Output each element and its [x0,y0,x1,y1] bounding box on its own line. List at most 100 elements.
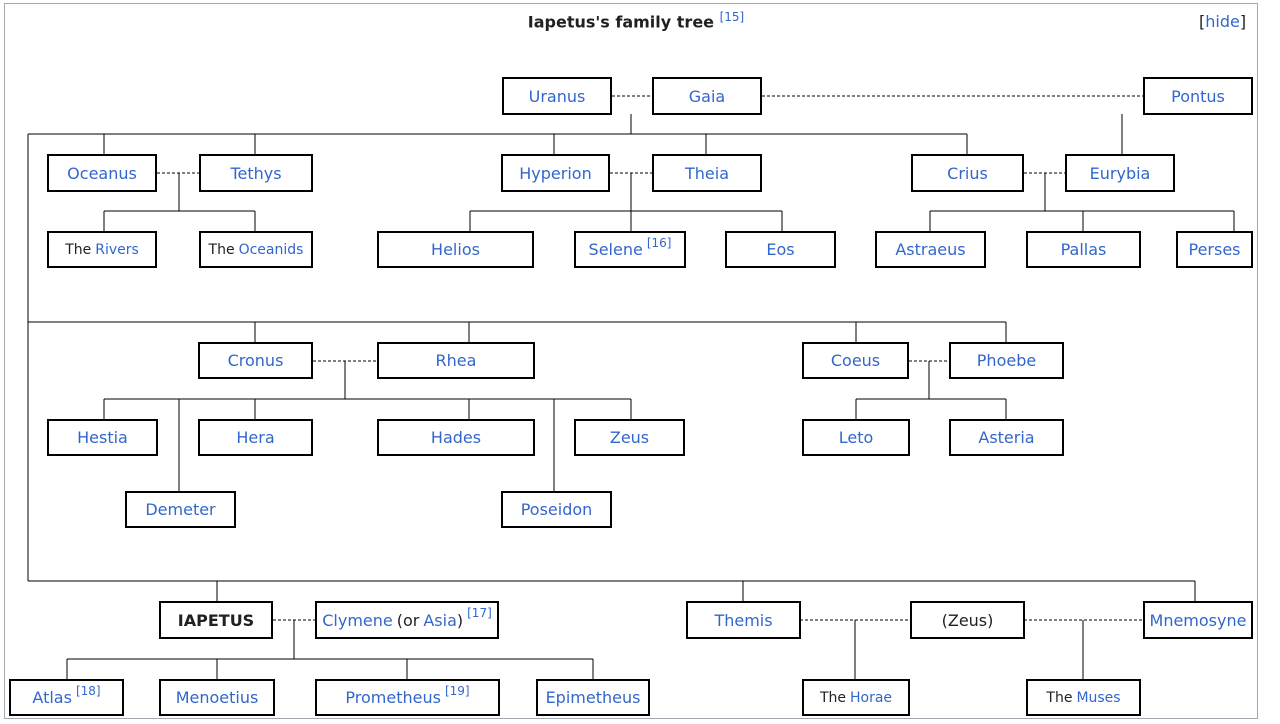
person-hestia[interactable]: Hestia [47,419,158,456]
person-zeus-label[interactable]: Zeus [609,428,650,447]
group-oceanids-prefix: The [208,241,235,258]
person-eurybia[interactable]: Eurybia [1065,154,1175,192]
person-pontus[interactable]: Pontus [1143,77,1253,115]
clymene-reference[interactable]: [17] [467,606,492,620]
person-cronus-label[interactable]: Cronus [227,351,284,370]
person-pontus-label[interactable]: Pontus [1171,86,1225,106]
person-demeter[interactable]: Demeter [125,491,236,528]
person-gaia-label[interactable]: Gaia [688,86,726,106]
person-crius[interactable]: Crius [911,154,1024,192]
person-demeter-label[interactable]: Demeter [145,500,216,519]
person-pallas[interactable]: Pallas [1026,231,1141,268]
person-tethys[interactable]: Tethys [199,154,313,192]
prometheus-reference[interactable]: [19] [444,683,470,698]
hide-bracket-close: ] [1239,12,1247,31]
hide-toggle: [hide] [1199,12,1246,31]
person-asteria[interactable]: Asteria [949,419,1064,456]
person-hera-label[interactable]: Hera [236,428,275,447]
person-atlas[interactable]: Atlas[18] [9,679,124,716]
group-horae-link[interactable]: Horae [850,689,893,706]
person-themis[interactable]: Themis [686,601,801,639]
person-cronus[interactable]: Cronus [198,342,313,379]
atlas-reference[interactable]: [18] [75,683,101,698]
person-hades[interactable]: Hades [377,419,535,456]
person-oceanus[interactable]: Oceanus [47,154,157,192]
person-epimetheus[interactable]: Epimetheus [536,679,650,716]
person-zeus-spouse: (Zeus) [910,601,1025,639]
person-hades-label[interactable]: Hades [430,428,482,447]
person-atlas-label[interactable]: Atlas [32,688,72,707]
person-menoetius-label[interactable]: Menoetius [175,688,259,707]
person-leto-label[interactable]: Leto [838,428,874,447]
person-eos[interactable]: Eos [725,231,836,268]
person-rhea-label[interactable]: Rhea [435,351,477,370]
person-helios-label[interactable]: Helios [431,240,480,259]
person-hestia-label[interactable]: Hestia [77,428,128,447]
title-reference[interactable]: [15] [719,10,745,24]
group-muses-prefix: The [1046,689,1073,706]
person-poseidon[interactable]: Poseidon [501,491,612,528]
person-poseidon-label[interactable]: Poseidon [520,500,593,519]
person-zeus-spouse-label: (Zeus) [941,610,994,630]
person-theia-label[interactable]: Theia [684,163,729,183]
person-hera[interactable]: Hera [198,419,313,456]
clymene-or-text: (or [396,610,420,630]
person-uranus-label[interactable]: Uranus [528,86,586,106]
person-eurybia-label[interactable]: Eurybia [1089,163,1151,183]
person-epimetheus-label[interactable]: Epimetheus [545,688,641,707]
person-themis-label[interactable]: Themis [714,610,773,630]
person-oceanus-label[interactable]: Oceanus [67,163,137,183]
selene-reference[interactable]: [16] [646,235,672,250]
person-mnemosyne[interactable]: Mnemosyne [1143,601,1253,639]
person-crius-label[interactable]: Crius [947,163,988,183]
person-theia[interactable]: Theia [652,154,762,192]
tree-title: Iapetus's family tree [15] [0,10,1272,31]
person-perses[interactable]: Perses [1176,231,1253,268]
person-iapetus: IAPETUS [159,601,273,639]
person-coeus-label[interactable]: Coeus [830,351,881,370]
person-pallas-label[interactable]: Pallas [1060,240,1107,259]
person-perses-label[interactable]: Perses [1188,240,1241,259]
person-helios[interactable]: Helios [377,231,534,268]
person-hyperion-label[interactable]: Hyperion [519,163,592,183]
person-prometheus-label[interactable]: Prometheus [345,688,441,707]
clymene-close-paren: ) [456,610,464,630]
person-hyperion[interactable]: Hyperion [501,154,610,192]
person-mnemosyne-label[interactable]: Mnemosyne [1149,610,1247,630]
person-astraeus-label[interactable]: Astraeus [895,240,966,259]
person-leto[interactable]: Leto [802,419,910,456]
group-oceanids-link[interactable]: Oceanids [238,241,304,258]
person-phoebe-label[interactable]: Phoebe [976,351,1037,370]
hide-link[interactable]: hide [1205,12,1240,31]
group-rivers-prefix: The [65,241,92,258]
person-phoebe[interactable]: Phoebe [949,342,1064,379]
person-gaia[interactable]: Gaia [652,77,762,115]
person-iapetus-label: IAPETUS [177,610,255,630]
group-rivers-link[interactable]: Rivers [95,241,139,258]
tree-title-text: Iapetus's family tree [527,12,715,32]
person-selene[interactable]: Selene[16] [574,231,686,268]
person-clymene-link[interactable]: Clymene [322,610,393,630]
family-tree-frame [4,3,1258,719]
person-menoetius[interactable]: Menoetius [159,679,275,716]
person-astraeus[interactable]: Astraeus [875,231,986,268]
person-zeus[interactable]: Zeus [574,419,685,456]
person-prometheus[interactable]: Prometheus[19] [315,679,500,716]
person-rhea[interactable]: Rhea [377,342,535,379]
person-selene-label[interactable]: Selene [588,240,643,259]
group-muses-link[interactable]: Muses [1076,689,1121,706]
person-coeus[interactable]: Coeus [802,342,909,379]
person-eos-label[interactable]: Eos [766,240,795,259]
person-asteria-label[interactable]: Asteria [978,428,1035,447]
person-tethys-label[interactable]: Tethys [230,163,282,183]
hide-bracket-open: [ [1199,12,1206,31]
person-asia-link[interactable]: Asia [423,610,457,630]
group-horae-prefix: The [819,689,846,706]
person-uranus[interactable]: Uranus [502,77,612,115]
